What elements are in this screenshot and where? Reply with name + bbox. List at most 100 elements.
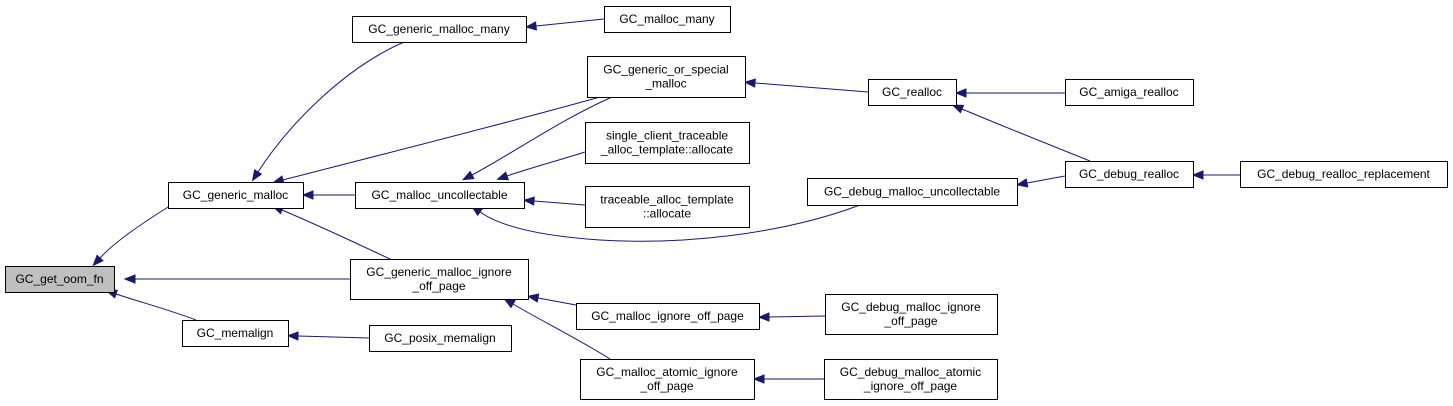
edge-debug_realloc-to-debug_malloc_uncollectable: [1015, 175, 1066, 188]
node-label: GC_generic_or_special: [603, 63, 728, 77]
edge-single_client_allocate-to-malloc_uncollectable: [496, 151, 586, 181]
node-box[interactable]: [182, 320, 289, 347]
edge-line: [537, 297, 577, 306]
edge-generic_or_special_malloc-to-malloc_uncollectable: [461, 96, 613, 181]
edge-line: [257, 41, 405, 173]
node-generic-or-special-malloc[interactable]: GC_generic_or_special_malloc: [587, 56, 746, 98]
node-label: GC_debug_malloc_uncollectable: [824, 185, 1000, 199]
node-box[interactable]: [587, 56, 746, 98]
node-generic-malloc[interactable]: GC_generic_malloc: [168, 182, 304, 209]
node-box[interactable]: [369, 325, 512, 352]
node-label: _ignore_off_page: [863, 379, 958, 393]
node-label: _alloc_template::allocate: [600, 143, 733, 157]
node-debug-malloc-ignore-off-page[interactable]: GC_debug_malloc_ignore_off_page: [825, 294, 998, 335]
node-amiga-realloc[interactable]: GC_amiga_realloc: [1065, 79, 1194, 106]
node-box[interactable]: [1240, 161, 1448, 188]
node-box[interactable]: [576, 303, 760, 330]
node-box[interactable]: [350, 259, 529, 300]
node-realloc[interactable]: GC_realloc: [868, 79, 957, 106]
node-label: GC_realloc: [882, 85, 942, 99]
arrowhead-icon: [524, 21, 537, 31]
node-box[interactable]: [352, 16, 527, 43]
node-box[interactable]: [585, 186, 750, 228]
arrowhead-icon: [251, 169, 263, 182]
node-label: _off_page: [883, 314, 937, 328]
arrowhead-icon: [743, 78, 756, 88]
node-label: GC_debug_malloc_ignore: [841, 300, 981, 314]
node-malloc-ignore-off-page[interactable]: GC_malloc_ignore_off_page: [576, 303, 760, 330]
node-label: GC_generic_malloc_ignore: [366, 265, 512, 279]
edge-line: [479, 204, 861, 242]
node-box[interactable]: [604, 6, 731, 33]
node-label: GC_debug_realloc: [1079, 167, 1179, 181]
node-box[interactable]: [580, 359, 755, 400]
node-box[interactable]: [825, 294, 998, 335]
edge-line: [1026, 175, 1066, 184]
edge-line: [297, 335, 370, 339]
node-label: GC_debug_malloc_atomic: [840, 365, 981, 379]
nodes-layer: GC_get_oom_fn GC_generic_mallocGC_memalig…: [5, 6, 1448, 400]
edge-malloc_uncollectable-to-generic_malloc: [301, 190, 355, 200]
node-box[interactable]: [868, 79, 957, 106]
node-label: GC_amiga_realloc: [1079, 85, 1178, 99]
edge-line: [961, 108, 1091, 162]
node-get-oom-fn[interactable]: GC_get_oom_fn: [5, 266, 115, 293]
edge-line: [282, 96, 601, 181]
node-debug-malloc-uncollectable[interactable]: GC_debug_malloc_uncollectable: [807, 178, 1018, 206]
node-label: GC_generic_malloc: [183, 188, 288, 202]
node-box[interactable]: [1065, 161, 1194, 188]
node-label: traceable_alloc_template: [600, 193, 734, 207]
edge-line: [115, 293, 197, 321]
node-box[interactable]: [5, 266, 115, 293]
node-label: _malloc: [644, 77, 686, 91]
node-label: GC_get_oom_fn: [15, 272, 103, 286]
node-generic-malloc-many[interactable]: GC_generic_malloc_many: [352, 16, 527, 43]
node-memalign[interactable]: GC_memalign: [182, 320, 289, 347]
node-malloc-atomic-ignore-off-page[interactable]: GC_malloc_atomic_ignore_off_page: [580, 359, 755, 400]
node-label: GC_generic_malloc_many: [368, 22, 509, 36]
node-box[interactable]: [824, 359, 998, 400]
edge-malloc_many-to-generic_malloc_many: [524, 18, 605, 31]
node-label: GC_malloc_many: [619, 12, 714, 26]
node-box[interactable]: [1065, 79, 1194, 106]
edge-realloc-to-generic_or_special_malloc: [743, 78, 869, 93]
arrowhead-icon: [954, 88, 967, 98]
arrowhead-icon: [461, 170, 475, 181]
edge-debug_realloc_replacement-to-debug_realloc: [1191, 170, 1240, 180]
node-label: _off_page: [639, 379, 693, 393]
node-posix-memalign[interactable]: GC_posix_memalign: [369, 325, 512, 352]
node-label: _off_page: [411, 279, 465, 293]
node-box[interactable]: [807, 178, 1018, 206]
edge-debug_malloc_atomic_ignore_off_page-to-malloc_atomic_ignore_off_page: [752, 374, 824, 384]
arrowhead-icon: [757, 312, 770, 322]
node-box[interactable]: [355, 182, 525, 209]
arrowhead-icon: [503, 298, 516, 309]
node-generic-malloc-ignore-off-page[interactable]: GC_generic_malloc_ignore_off_page: [350, 259, 529, 300]
edge-generic_malloc_ignore_off_page-to-generic_malloc: [271, 205, 391, 260]
node-box[interactable]: [585, 122, 750, 164]
edge-generic_malloc_ignore_off_page-to-get_oom_fn: [123, 274, 350, 284]
edge-generic_or_special_malloc-to-generic_malloc: [272, 96, 601, 185]
edge-amiga_realloc-to-realloc: [954, 88, 1065, 98]
arrowhead-icon: [951, 104, 965, 114]
node-label: single_client_traceable: [606, 129, 728, 143]
node-debug-realloc[interactable]: GC_debug_realloc: [1065, 161, 1194, 188]
edge-malloc_ignore_off_page-to-generic_malloc_ignore_off_page: [526, 293, 577, 306]
node-traceable-allocate[interactable]: traceable_alloc_template::allocate: [585, 186, 750, 228]
node-debug-realloc-replacement[interactable]: GC_debug_realloc_replacement: [1240, 161, 1448, 188]
node-box[interactable]: [168, 182, 304, 209]
node-label: ::allocate: [643, 207, 691, 221]
arrowhead-icon: [1015, 178, 1029, 188]
arrowhead-icon: [1191, 170, 1204, 180]
arrowhead-icon: [752, 374, 765, 384]
node-malloc-many[interactable]: GC_malloc_many: [604, 6, 731, 33]
node-label: GC_memalign: [197, 326, 274, 340]
arrowhead-icon: [92, 254, 104, 267]
node-malloc-uncollectable[interactable]: GC_malloc_uncollectable: [355, 182, 525, 209]
node-debug-malloc-atomic-ignore-off-page[interactable]: GC_debug_malloc_atomic_ignore_off_page: [824, 359, 998, 400]
node-label: GC_posix_memalign: [384, 331, 495, 345]
node-single-client-allocate[interactable]: single_client_traceable_alloc_template::…: [585, 122, 750, 164]
arrowhead-icon: [286, 331, 299, 341]
edge-line: [535, 18, 605, 27]
